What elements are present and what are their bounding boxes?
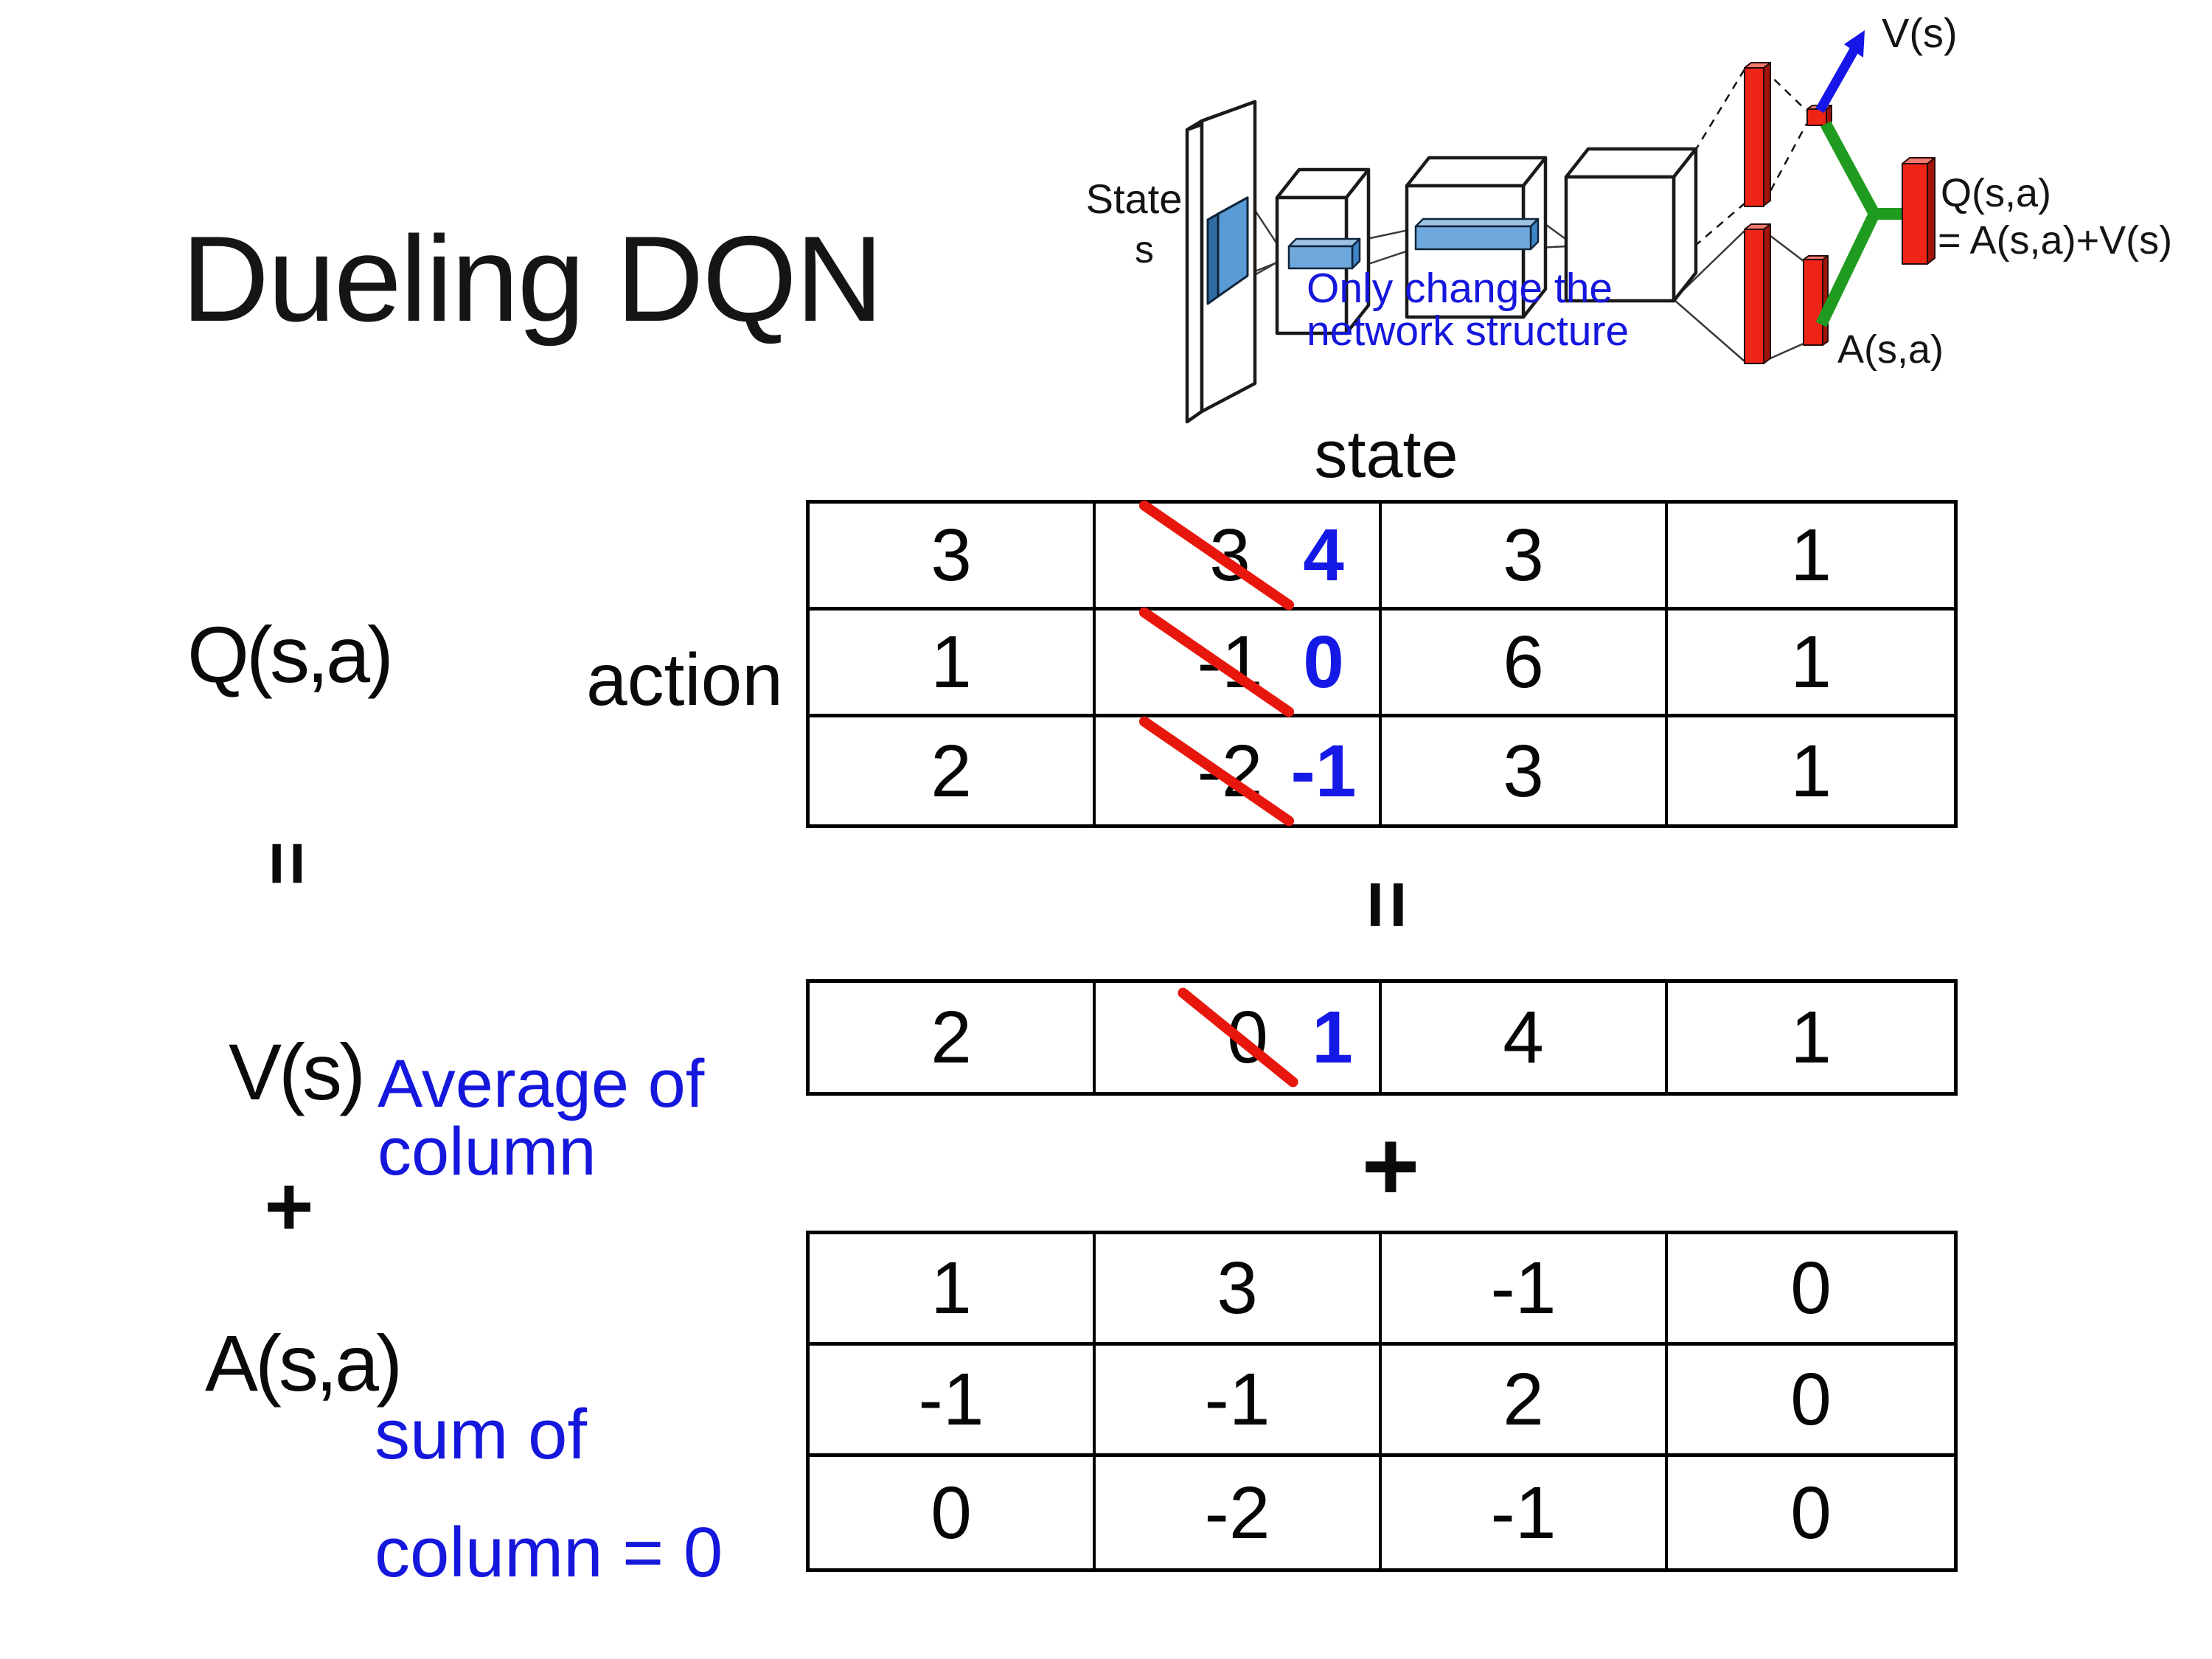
a-table-cell: 3 <box>1096 1234 1382 1346</box>
q-table: 3 3 4 3 1 1 -1 0 6 1 2 -2 -1 3 1 <box>806 498 1958 828</box>
q-table-cell: 2 <box>810 717 1096 824</box>
sum-note-line2: column = 0 <box>375 1513 723 1592</box>
a-table-cell: -1 <box>810 1346 1096 1457</box>
cell-value: 3 <box>1503 729 1544 813</box>
q-table-cell: 3 <box>810 504 1096 611</box>
diagram-q-label: Q(s,a) <box>1941 171 2051 215</box>
dueling-network-diagram: State s V(s) Q(s,a) = A(s,a)+V(s) A(s,a)… <box>1086 10 2172 424</box>
v-table-cell: 2 <box>810 983 1096 1092</box>
a-table-cell: -1 <box>1382 1234 1668 1346</box>
q-table-cell: 1 <box>1668 717 1954 824</box>
cell-value: 1 <box>931 621 972 703</box>
average-note-line1: Average of <box>378 1046 705 1121</box>
a-table-cell: -2 <box>1096 1457 1382 1568</box>
cell-value: -1 <box>918 1358 984 1441</box>
cell-value: 0 <box>1790 1247 1832 1329</box>
equals-mid: = <box>1340 880 1435 930</box>
a-vector-node <box>1803 255 1829 346</box>
a-table-cell: 0 <box>1668 1346 1954 1457</box>
diagram-q-equation-label: = A(s,a)+V(s) <box>1938 218 2172 262</box>
cell-value: 1 <box>1790 729 1832 813</box>
q-table-cell: 3 <box>1382 717 1668 824</box>
a-table-cell: 1 <box>810 1234 1096 1346</box>
q-table-cell: 6 <box>1382 611 1668 717</box>
a-table-cell: 0 <box>1668 1457 1954 1568</box>
cell-value: 1 <box>1790 996 1832 1079</box>
cell-value: 0 <box>931 1471 972 1554</box>
diagram-state-label: State <box>1086 175 1183 222</box>
feature-bar-2 <box>1414 218 1540 251</box>
equals-left: = <box>244 841 331 886</box>
new-value: 4 <box>1303 514 1344 597</box>
diagram-v-label: V(s) <box>1882 10 1958 56</box>
cell-value: 4 <box>1503 996 1544 1079</box>
cell-value: 3 <box>1503 514 1544 597</box>
q-table-cell: 3 <box>1382 504 1668 611</box>
q-term-label: Q(s,a) <box>187 610 394 699</box>
v-table: 2 0 1 4 1 <box>806 979 1958 1096</box>
feature-bar-1 <box>1287 237 1361 270</box>
v-term-label: V(s) <box>229 1027 366 1116</box>
cell-value: 0 <box>1790 1358 1832 1441</box>
cell-value: 3 <box>931 514 972 597</box>
conv-filter-patch-icon <box>1206 196 1249 305</box>
cell-value: 1 <box>1790 621 1832 703</box>
action-axis-label: action <box>586 639 783 721</box>
value-stream-bar <box>1744 62 1771 207</box>
cell-value: 0 <box>1790 1471 1832 1554</box>
sum-note-line1: sum of <box>375 1395 588 1474</box>
cell-value: 2 <box>931 996 972 1079</box>
cell-value: 1 <box>1790 514 1832 597</box>
state-axis-label: state <box>1314 418 1458 492</box>
fc-box <box>1564 147 1698 303</box>
cell-value: -1 <box>1490 1247 1557 1329</box>
advantage-stream-bar <box>1744 223 1771 364</box>
cell-value: -1 <box>1490 1471 1557 1554</box>
cell-value: 2 <box>931 729 972 813</box>
v-table-cell: 4 <box>1382 983 1668 1092</box>
conv-box-1 <box>1275 167 1371 335</box>
q-table-crossed-cell: -2 -1 <box>1096 714 1382 828</box>
q-vector-node <box>1902 157 1935 265</box>
diagram-a-label: A(s,a) <box>1837 327 1944 372</box>
cell-value: -2 <box>1204 1471 1270 1554</box>
a-table-cell: -1 <box>1096 1346 1382 1457</box>
q-table-cell: 1 <box>1668 504 1954 611</box>
cell-value: 2 <box>1503 1358 1544 1441</box>
cell-value: 6 <box>1503 621 1544 703</box>
new-value: 0 <box>1303 621 1344 703</box>
a-table-cell: -1 <box>1382 1457 1668 1568</box>
a-table-cell: 0 <box>810 1457 1096 1568</box>
q-table-cell: 1 <box>1668 611 1954 717</box>
a-term-label: A(s,a) <box>205 1318 403 1408</box>
q-table-crossed-cell: 3 4 <box>1096 498 1382 613</box>
diagram-note-line1: Only change the <box>1307 265 1613 312</box>
cell-value: 1 <box>931 1247 972 1329</box>
v-arrow-icon <box>1815 30 1865 114</box>
a-table: 1 3 -1 0 -1 -1 2 0 0 -2 -1 0 <box>806 1231 1958 1572</box>
cell-value: 3 <box>1217 1247 1258 1329</box>
diagram-note-line2: network structure <box>1307 307 1629 355</box>
diagram-state-s-label: s <box>1135 229 1154 271</box>
new-value: -1 <box>1290 729 1357 813</box>
q-table-cell: 1 <box>810 611 1096 717</box>
plus-left: + <box>264 1159 314 1254</box>
a-table-cell: 0 <box>1668 1234 1954 1346</box>
q-table-crossed-cell: -1 0 <box>1096 605 1382 720</box>
new-value: 1 <box>1312 996 1353 1079</box>
plus-mid: + <box>1361 1110 1420 1222</box>
a-table-cell: 2 <box>1382 1346 1668 1457</box>
v-table-crossed-cell: 0 1 <box>1096 983 1382 1092</box>
merge-lines <box>1815 121 1903 327</box>
page-title: Dueling DQN <box>181 211 883 347</box>
v-table-cell: 1 <box>1668 983 1954 1092</box>
average-note-line2: column <box>378 1114 597 1189</box>
cell-value: -1 <box>1204 1358 1270 1441</box>
